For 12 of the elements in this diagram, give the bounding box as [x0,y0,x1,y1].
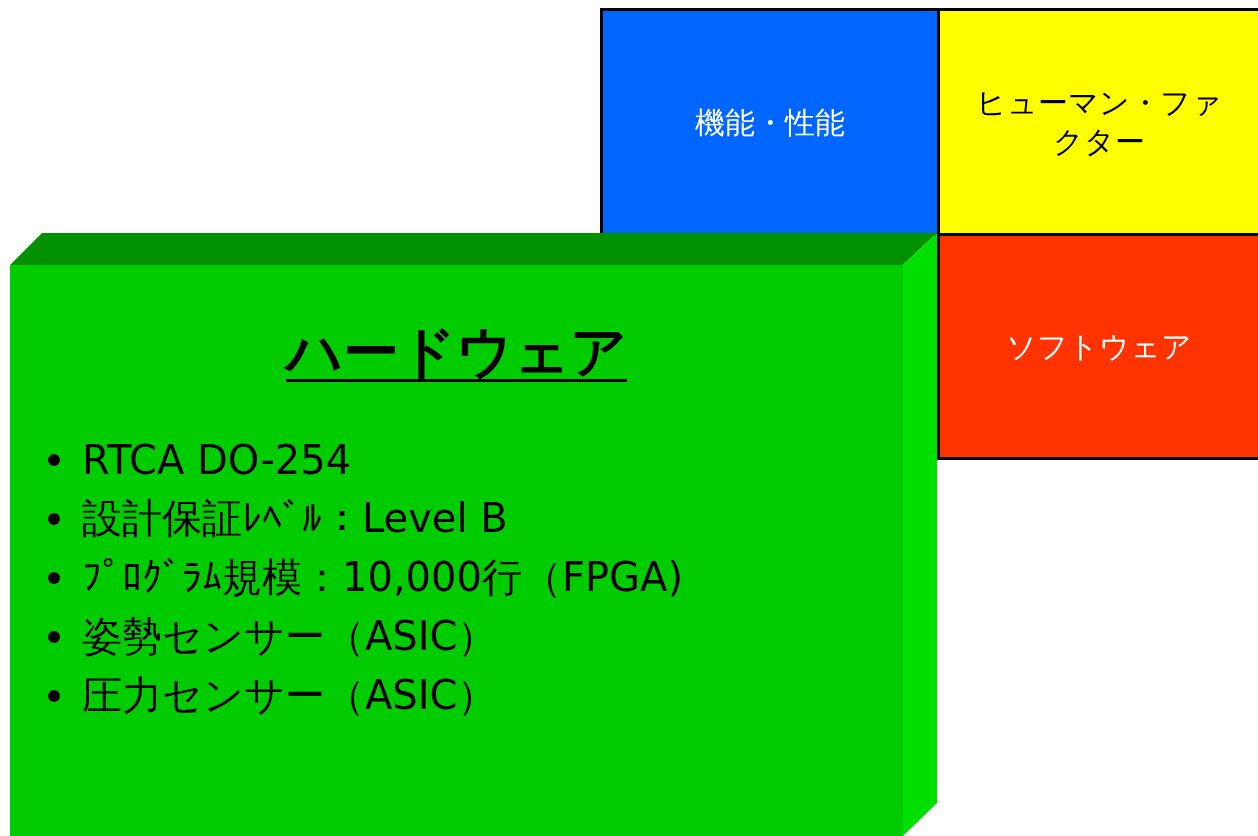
bullet-text: RTCA DO-254 [82,436,352,483]
bullet-text: ﾌﾟﾛｸﾞﾗﾑ規模：10,000行（FPGA) [82,553,684,602]
category-box [600,8,940,236]
box-label: ソフトウェア [1005,328,1193,366]
box-label: 機能・性能 [694,103,846,142]
box-label: ヒューマン・ファクター [975,84,1223,161]
bullet-text: 設計保証ﾚﾍﾞﾙ：Level B [82,494,508,543]
block-heading: ハードウェア [286,318,627,386]
bullet-text: 姿勢センサー（ASIC） [82,612,498,661]
category-box [937,233,1258,460]
bullet-text: 圧力センサー（ASIC） [82,671,498,720]
category-box [937,8,1258,236]
